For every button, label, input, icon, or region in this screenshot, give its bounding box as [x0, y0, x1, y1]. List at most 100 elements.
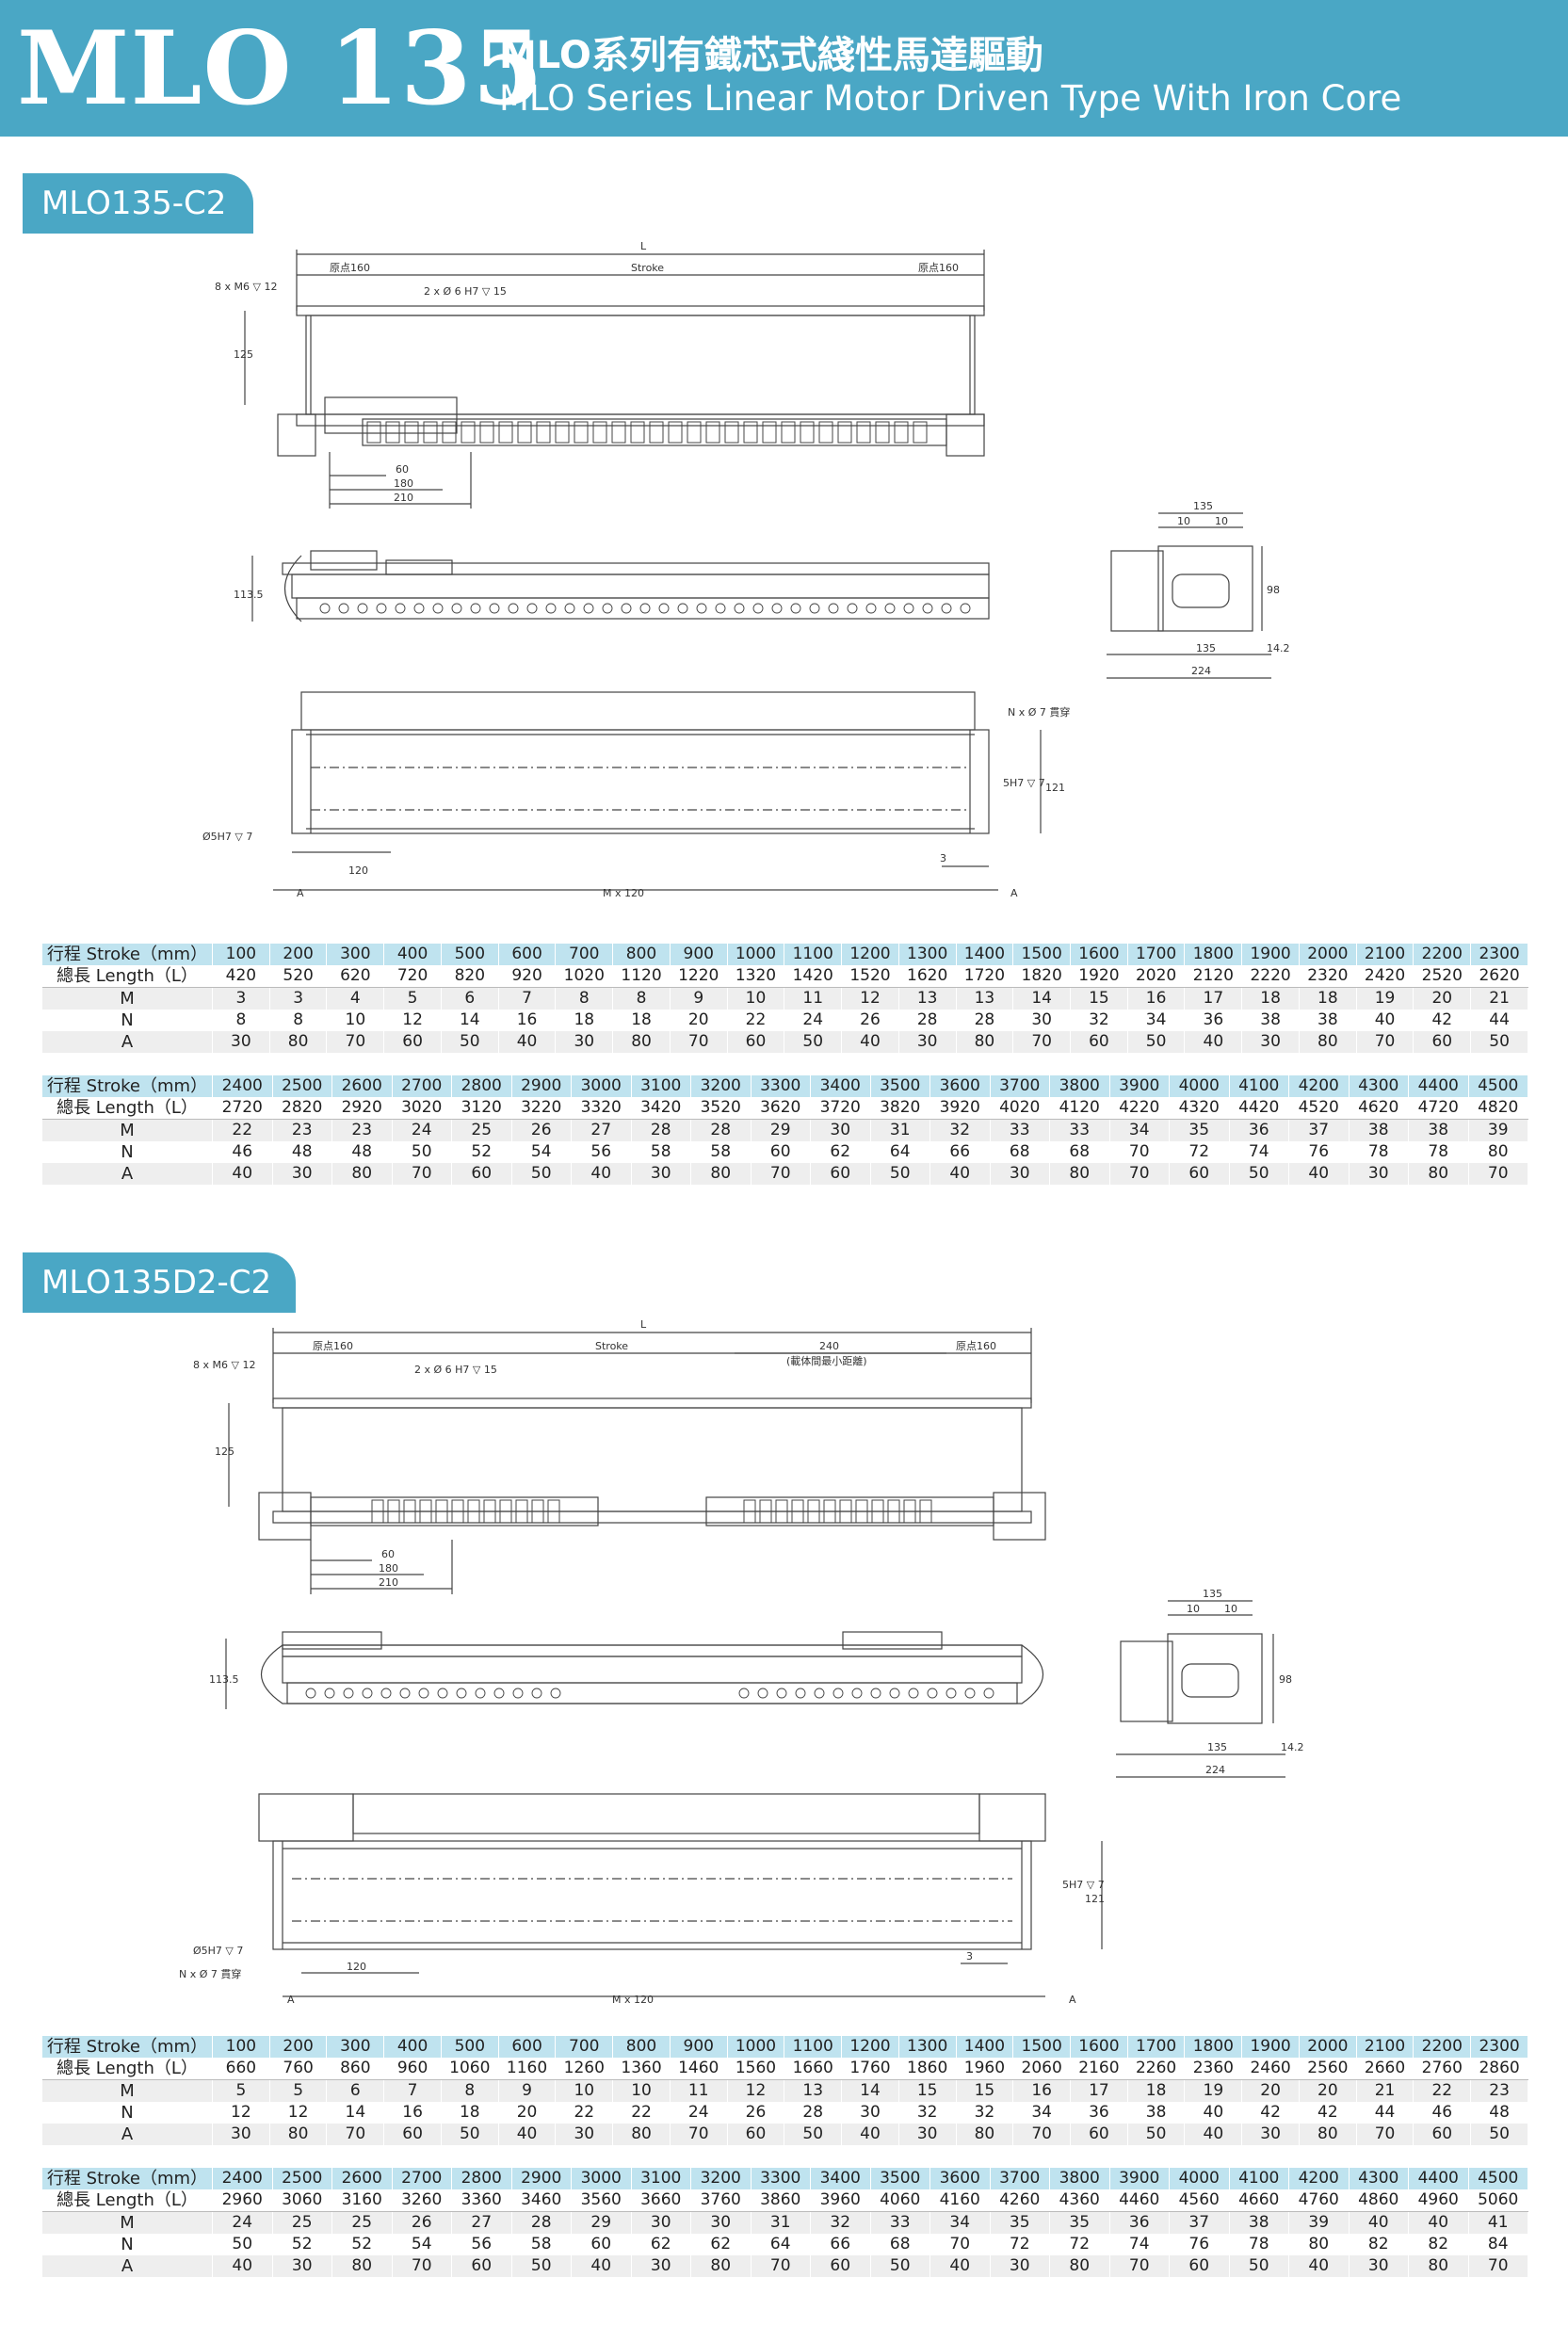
cell: 35 — [1049, 2211, 1110, 2234]
cell: 42 — [1241, 2102, 1300, 2124]
cell: 2260 — [1127, 2058, 1186, 2080]
dim-60: 60 — [396, 463, 409, 476]
cell: 80 — [956, 1031, 1014, 1053]
cell: 17 — [1070, 2079, 1128, 2102]
cell: 4560 — [1169, 2189, 1230, 2212]
cell: 40 — [841, 1031, 899, 1053]
cell: 13 — [784, 2079, 843, 2102]
cell: 70 — [751, 2255, 811, 2277]
cell: 100 — [212, 2036, 270, 2058]
cell: 32 — [1070, 1010, 1128, 1031]
cell: 4500 — [1468, 1075, 1528, 1097]
cell: 74 — [1109, 2234, 1170, 2255]
dim-3: 3 — [966, 1950, 973, 1963]
end-dim-10b: 10 — [1224, 1603, 1237, 1615]
cell: 10 — [326, 1010, 385, 1031]
cell: 70 — [326, 2124, 385, 2145]
cell: 36 — [1070, 2102, 1128, 2124]
cell: 10 — [612, 2079, 671, 2102]
cell: 24 — [212, 2211, 273, 2234]
cell: 60 — [810, 1163, 871, 1185]
cell: 5060 — [1468, 2189, 1528, 2212]
cell: 26 — [727, 2102, 785, 2124]
cell: 520 — [269, 965, 328, 988]
cell: 19 — [1184, 2079, 1243, 2102]
cell: 20 — [1413, 987, 1472, 1010]
cell: 33 — [1049, 1119, 1110, 1141]
cell: 21 — [1356, 2079, 1414, 2102]
cell: 760 — [269, 2058, 328, 2080]
cell: 40 — [1288, 2255, 1350, 2277]
cell: 2400 — [212, 2168, 273, 2189]
cell: 60 — [1413, 1031, 1472, 1053]
cell: 60 — [571, 2234, 632, 2255]
dim-113-5: 113.5 — [209, 1673, 239, 1686]
cell: 4100 — [1229, 2168, 1289, 2189]
row-label: M — [42, 2079, 213, 2102]
cell: 300 — [326, 944, 385, 965]
cell: 80 — [612, 2124, 671, 2145]
cell: 70 — [1012, 2124, 1072, 2145]
cell: 4960 — [1408, 2189, 1469, 2212]
cell: 2100 — [1356, 2036, 1414, 2058]
cell: 8 — [441, 2079, 499, 2102]
cell: 3300 — [751, 2168, 811, 2189]
holes-top-label: 8 x M6 ▽ 12 — [193, 1359, 255, 1371]
cell: 920 — [498, 965, 557, 988]
cell: 8 — [612, 987, 671, 1010]
cell: 60 — [1169, 2255, 1230, 2277]
cell: 56 — [451, 2234, 512, 2255]
title-chinese: MLO系列有鐵芯式綫性馬達驅動 — [499, 34, 1043, 77]
cell: 16 — [1127, 987, 1186, 1010]
cell: 3900 — [1109, 1075, 1170, 1097]
cell: 60 — [1070, 1031, 1128, 1053]
end-view — [1107, 512, 1271, 679]
cell: 4260 — [990, 2189, 1050, 2212]
cell: 4360 — [1049, 2189, 1110, 2212]
cell: 42 — [1299, 2102, 1357, 2124]
cell: 4020 — [990, 1097, 1050, 1120]
end-dim-10a: 10 — [1187, 1603, 1200, 1615]
cell: 40 — [1184, 2124, 1243, 2145]
thru-holes-label: N x Ø 7 貫穿 — [1008, 705, 1070, 719]
cell: 30 — [990, 2255, 1050, 2277]
dim-mx120: M x 120 — [612, 1994, 654, 2006]
cell: 30 — [555, 1031, 614, 1053]
dim-125: 125 — [215, 1446, 234, 1458]
cell: 420 — [212, 965, 270, 988]
cell: 1600 — [1070, 2036, 1128, 2058]
cell: 2120 — [1184, 965, 1243, 988]
cell: 48 — [272, 1141, 332, 1163]
cell: 300 — [326, 2036, 385, 2058]
cell: 12 — [727, 2079, 785, 2102]
cell: 34 — [929, 2211, 991, 2234]
cell: 60 — [751, 1141, 811, 1163]
cell: 2760 — [1413, 2058, 1472, 2080]
cell: 4200 — [1288, 2168, 1350, 2189]
row-label: M — [42, 2211, 213, 2234]
cell: 16 — [1012, 2079, 1072, 2102]
cell: 48 — [1470, 2102, 1528, 2124]
cell: 3000 — [571, 2168, 632, 2189]
cell: 34 — [1012, 2102, 1072, 2124]
cell: 1500 — [1012, 2036, 1072, 2058]
cell: 68 — [870, 2234, 930, 2255]
cell: 30 — [272, 1163, 332, 1185]
cell: 2920 — [331, 1097, 393, 1120]
cell: 52 — [451, 1141, 512, 1163]
cell: 2720 — [212, 1097, 273, 1120]
dim-180: 180 — [379, 1562, 398, 1575]
cell: 37 — [1288, 1119, 1350, 1141]
cell: 40 — [571, 1163, 632, 1185]
cell: 60 — [1070, 2124, 1128, 2145]
cell: 23 — [331, 1119, 393, 1141]
cell: 25 — [272, 2211, 332, 2234]
cell: 12 — [841, 987, 899, 1010]
cell: 24 — [784, 1010, 843, 1031]
cell: 720 — [383, 965, 442, 988]
cell: 30 — [631, 1163, 691, 1185]
cell: 39 — [1468, 1119, 1528, 1141]
